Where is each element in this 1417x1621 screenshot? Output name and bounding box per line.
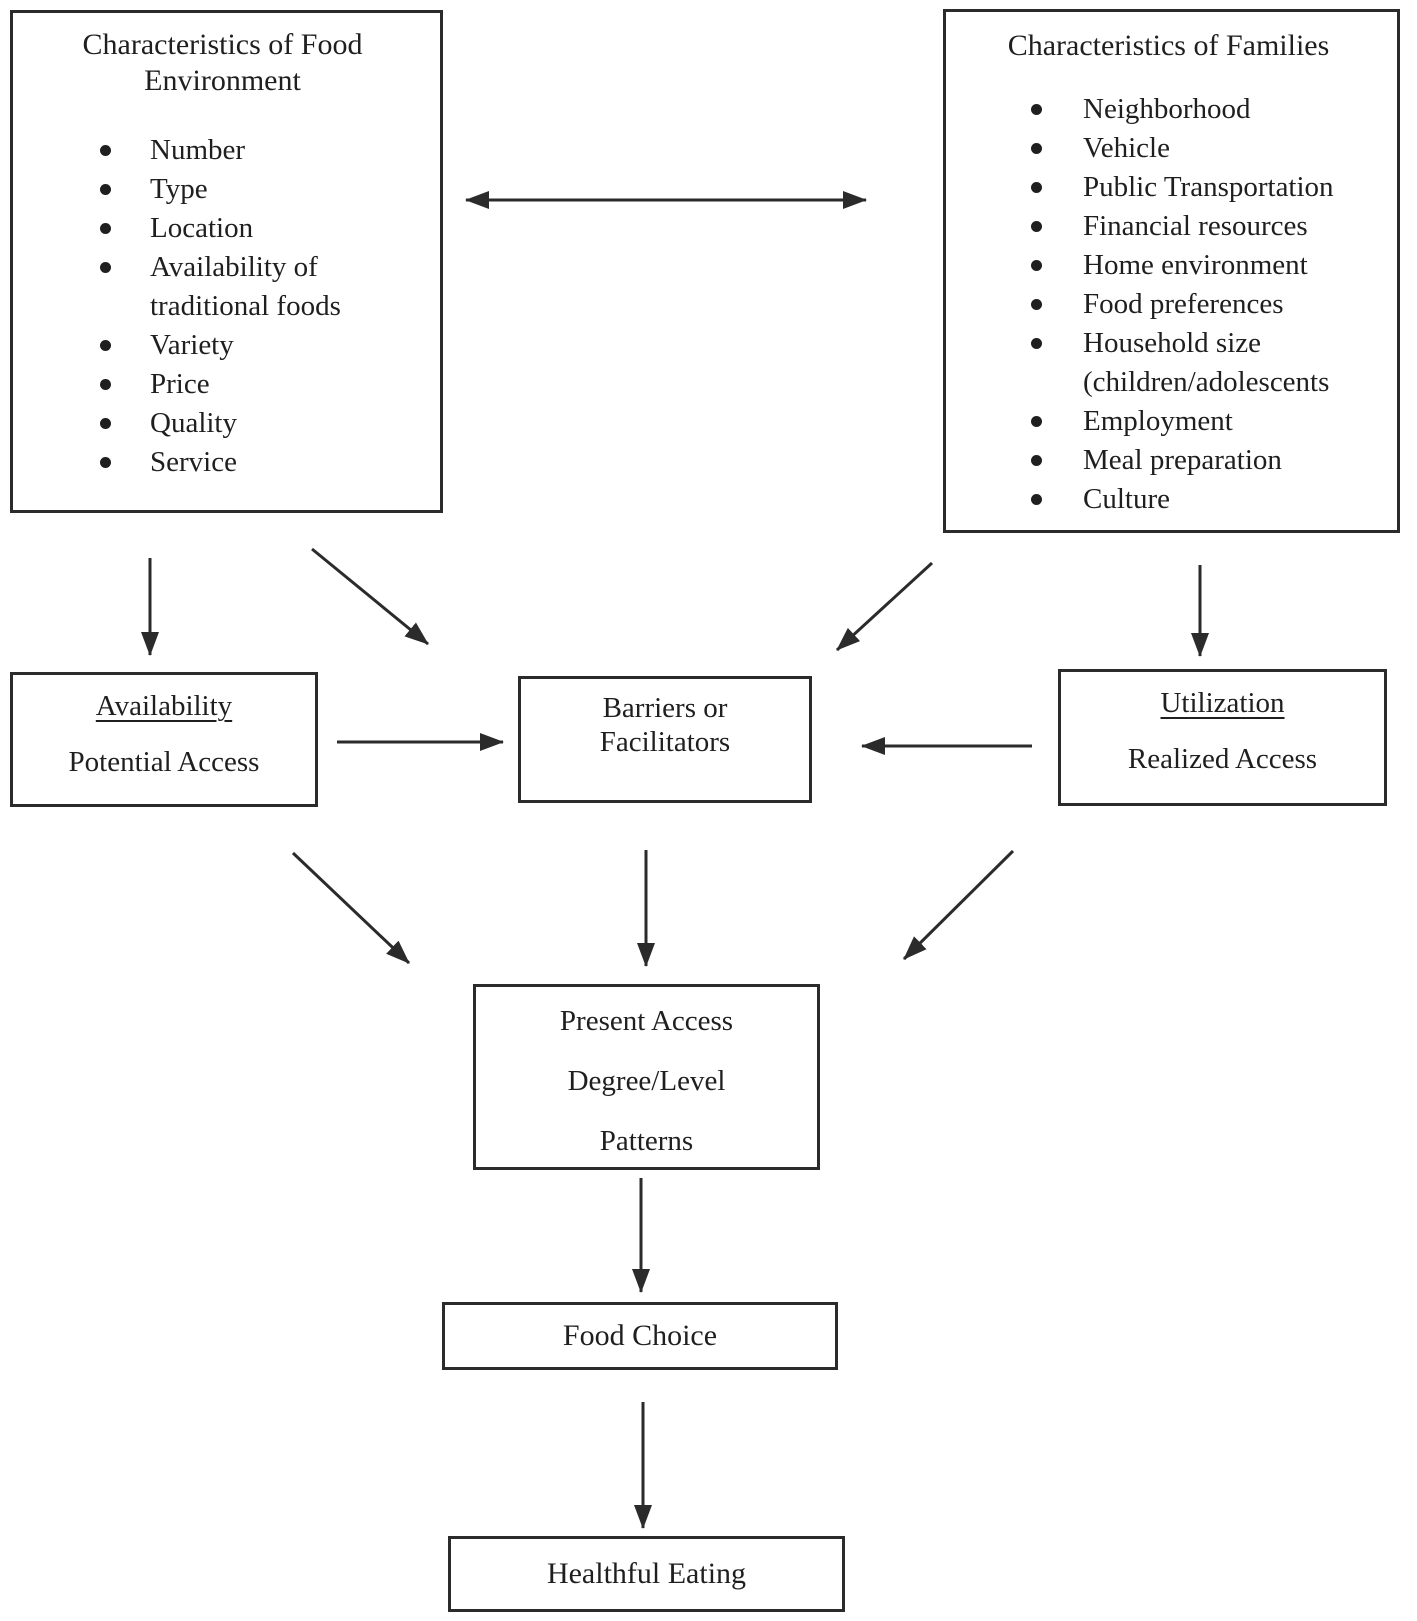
present-access-box: Present Access Degree/Level Patterns	[473, 984, 820, 1170]
availability-subtitle: Potential Access	[68, 746, 260, 778]
availability-title: Availability	[95, 690, 233, 722]
arrow-families-barriers	[835, 561, 934, 652]
arrow-foodenv-barriers	[311, 547, 429, 646]
healthful-eating-label: Healthful Eating	[546, 1557, 747, 1590]
present-access-line: Patterns	[599, 1125, 694, 1157]
food-environment-box: Characteristics of Food Environment Numb…	[10, 10, 443, 513]
list-item: Location	[100, 209, 422, 248]
barriers-facilitators-label: Barriers or Facilitators	[599, 692, 731, 758]
utilization-box: Utilization Realized Access	[1058, 669, 1387, 806]
food-choice-label: Food Choice	[562, 1319, 718, 1352]
utilization-title: Utilization	[1160, 687, 1285, 719]
families-title: Characteristics of Families	[1007, 29, 1330, 62]
list-item: Public Transportation	[1031, 168, 1391, 207]
list-item: Culture	[1031, 480, 1391, 519]
list-item: Number	[100, 131, 422, 170]
present-access-line: Degree/Level	[567, 1065, 726, 1097]
availability-box: Availability Potential Access	[10, 672, 318, 807]
healthful-eating-box: Healthful Eating	[448, 1536, 845, 1612]
arrow-availability-present	[291, 851, 411, 965]
list-item: Variety	[100, 326, 422, 365]
food-choice-box: Food Choice	[442, 1302, 838, 1370]
families-box: Characteristics of Families Neighborhood…	[943, 9, 1400, 533]
arrow-utilization-present	[902, 849, 1015, 961]
families-list: Neighborhood Vehicle Public Transportati…	[946, 90, 1391, 519]
list-item: Price	[100, 365, 422, 404]
barriers-facilitators-box: Barriers or Facilitators	[518, 676, 812, 803]
list-item: Home environment	[1031, 246, 1391, 285]
list-item: Quality	[100, 404, 422, 443]
list-item: Neighborhood	[1031, 90, 1391, 129]
present-access-line: Present Access	[559, 1005, 734, 1037]
list-item: Employment	[1031, 402, 1391, 441]
list-item: Type	[100, 170, 422, 209]
list-item: Availability of traditional foods	[100, 248, 422, 326]
food-environment-title: Characteristics of Food Environment	[82, 28, 363, 97]
list-item: Vehicle	[1031, 129, 1391, 168]
list-item: Household size (children/adolescents	[1031, 324, 1391, 402]
list-item: Meal preparation	[1031, 441, 1391, 480]
list-item: Service	[100, 443, 422, 482]
utilization-subtitle: Realized Access	[1127, 743, 1318, 775]
food-environment-list: Number Type Location Availability of tra…	[13, 131, 422, 482]
list-item: Financial resources	[1031, 207, 1391, 246]
list-item: Food preferences	[1031, 285, 1391, 324]
